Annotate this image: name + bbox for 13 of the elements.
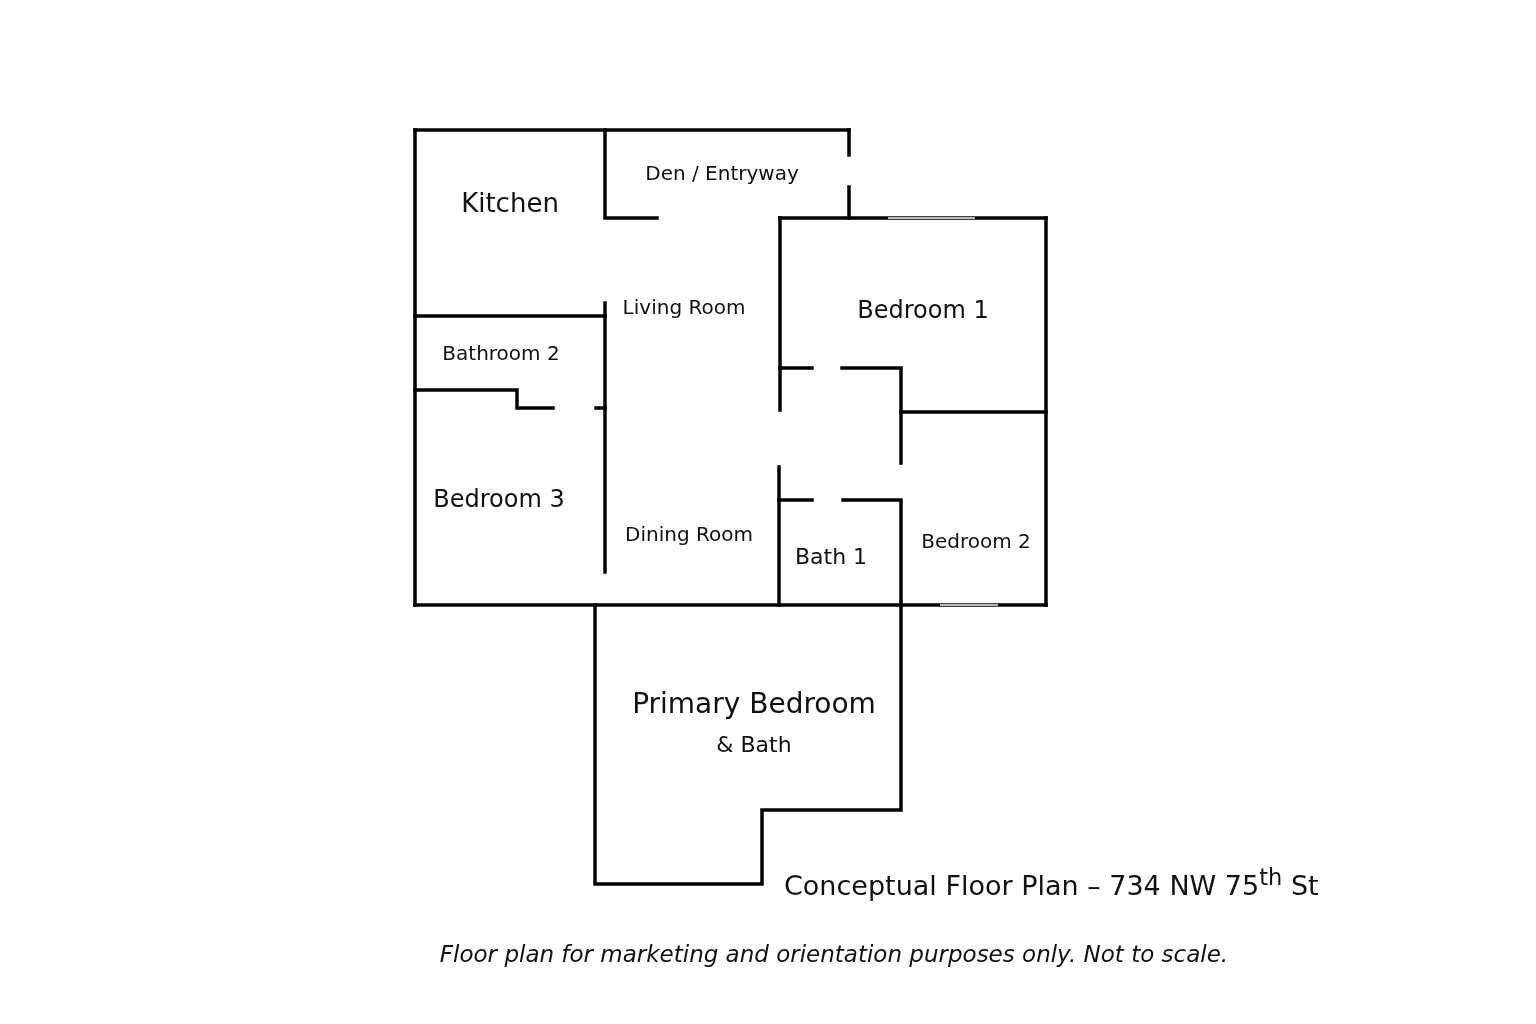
room-label: Den / Entryway [645, 162, 799, 184]
room-label: Bedroom 1 [857, 296, 989, 324]
room-label: Kitchen [461, 188, 559, 218]
disclaimer-caption: Floor plan for marketing and orientation purposes only. Not to scale. [439, 941, 1229, 967]
plan-title: Conceptual Floor Plan – 734 NW 75$^{th}$ St [784, 864, 1319, 903]
room-label: Bedroom 3 [433, 485, 565, 513]
room-label: Living Room [622, 296, 746, 318]
room-label: Dining Room [625, 523, 753, 545]
room-label: Primary Bedroom [632, 688, 876, 720]
room-label: & Bath [716, 732, 792, 758]
room-label: Bathroom 2 [442, 342, 560, 364]
room-label: Bedroom 2 [921, 530, 1031, 552]
room-label: Bath 1 [794, 544, 868, 570]
